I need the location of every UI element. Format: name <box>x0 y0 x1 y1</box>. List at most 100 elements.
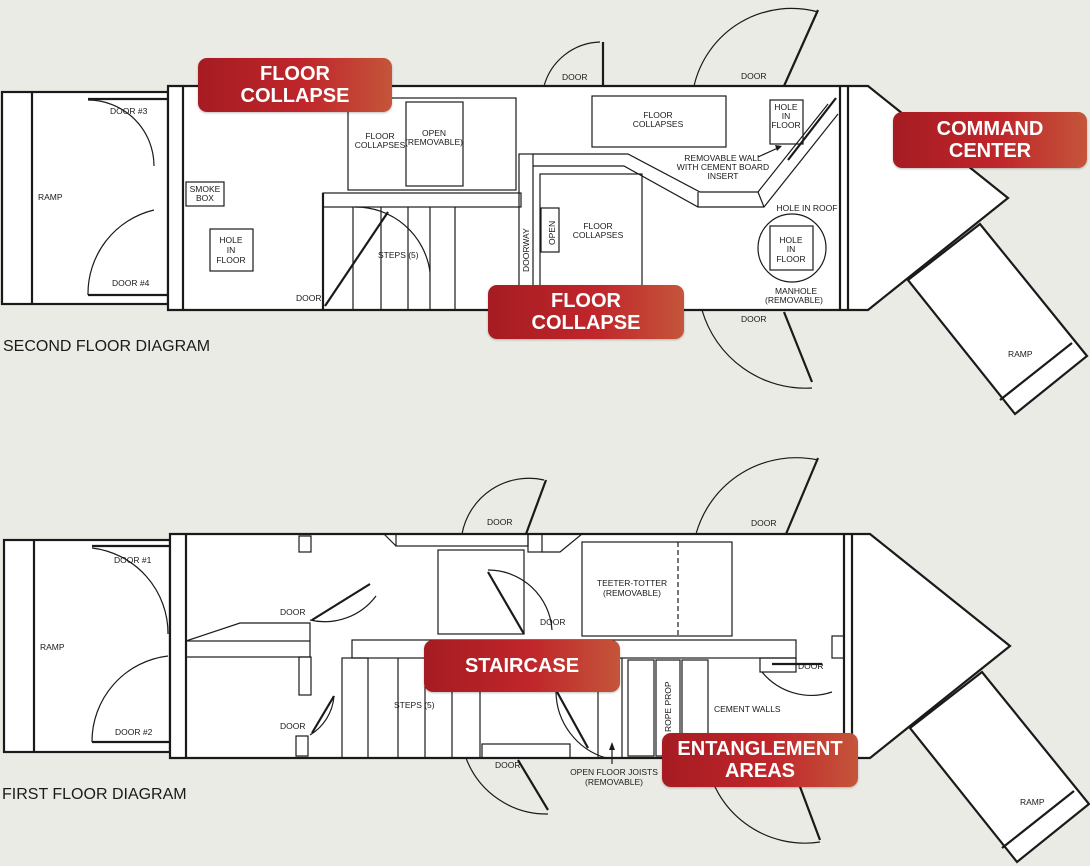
hole-in-floor-manhole <box>769 225 814 271</box>
svg-text:RAMP: RAMP <box>1020 797 1045 807</box>
svg-text:FLOOR: FLOOR <box>583 221 612 231</box>
floor-collapse-area-a <box>347 97 517 191</box>
svg-text:BOX: BOX <box>196 193 214 203</box>
svg-text:DOOR: DOOR <box>495 760 521 770</box>
teeter-totter <box>581 541 733 637</box>
svg-text:HOLE: HOLE <box>779 235 802 245</box>
door-swing <box>695 457 819 535</box>
svg-text:HOLE: HOLE <box>774 102 797 112</box>
svg-text:IN: IN <box>782 111 791 121</box>
svg-text:COLLAPSES: COLLAPSES <box>355 140 406 150</box>
cement-board-insert <box>787 97 837 161</box>
smoke-box <box>185 181 225 207</box>
ramp-label: RAMP <box>38 192 63 202</box>
arrow-head <box>609 742 615 750</box>
svg-text:SMOKE: SMOKE <box>190 184 221 194</box>
arrow-head <box>775 145 782 151</box>
svg-text:IN: IN <box>787 244 796 254</box>
wall <box>527 533 543 553</box>
svg-text:OPEN FLOOR JOISTS: OPEN FLOOR JOISTS <box>570 767 658 777</box>
svg-text:HOLE IN ROOF: HOLE IN ROOF <box>777 203 838 213</box>
svg-text:REMOVABLE WALL: REMOVABLE WALL <box>684 153 762 163</box>
door-swing <box>465 757 549 815</box>
door-swing <box>543 41 601 87</box>
open-removable-panel <box>405 101 464 187</box>
svg-text:(REMOVABLE): (REMOVABLE) <box>585 777 643 787</box>
steps-label: STEPS (5) <box>378 250 419 260</box>
floor-collapse-area-b <box>591 95 727 148</box>
svg-text:STEPS (5): STEPS (5) <box>394 700 435 710</box>
door-swing <box>87 209 155 296</box>
svg-text:(REMOVABLE): (REMOVABLE) <box>405 137 463 147</box>
door-leaf <box>311 583 371 621</box>
door-leaf <box>782 311 814 383</box>
svg-text:(REMOVABLE): (REMOVABLE) <box>765 295 823 305</box>
svg-text:FLOOR: FLOOR <box>216 255 245 265</box>
second-floor-caption: SECOND FLOOR DIAGRAM <box>3 338 210 355</box>
door-swing <box>91 655 169 743</box>
entanglement-areas-callout: ENTANGLEMENT AREAS <box>662 733 858 787</box>
svg-text:IN: IN <box>227 245 236 255</box>
wall <box>831 635 845 659</box>
svg-text:FLOOR: FLOOR <box>643 110 672 120</box>
door-leaf <box>555 689 589 749</box>
svg-text:OPEN: OPEN <box>422 128 446 138</box>
svg-text:DOOR: DOOR <box>562 72 588 82</box>
door-swing <box>487 569 553 631</box>
staircase-callout: STAIRCASE <box>424 640 620 692</box>
ramp-right-label: RAMP <box>1008 349 1033 359</box>
svg-text:FLOOR: FLOOR <box>776 254 805 264</box>
door-label: DOOR <box>296 293 322 303</box>
door-leaf <box>517 759 549 811</box>
ramp-label: RAMP <box>40 642 65 652</box>
door-swing <box>354 206 431 273</box>
removable-wall <box>533 103 829 193</box>
wall <box>295 735 309 757</box>
first-floor-caption: FIRST FLOOR DIAGRAM <box>2 786 187 803</box>
wall <box>481 743 571 759</box>
door-swing <box>761 671 833 696</box>
svg-text:DOOR: DOOR <box>741 314 767 324</box>
door-swing <box>693 7 819 87</box>
door-swing <box>91 547 169 635</box>
svg-text:DOORWAY: DOORWAY <box>521 228 531 272</box>
svg-text:DOOR: DOOR <box>798 661 824 671</box>
door-leaf <box>311 695 335 734</box>
svg-text:OPEN: OPEN <box>547 221 557 245</box>
svg-text:DOOR #2: DOOR #2 <box>115 727 153 737</box>
svg-text:DOOR #1: DOOR #1 <box>114 555 152 565</box>
open-panel <box>540 207 560 253</box>
svg-text:DOOR: DOOR <box>487 517 513 527</box>
svg-text:ROPE PROP: ROPE PROP <box>663 681 673 732</box>
svg-text:FLOOR: FLOOR <box>365 131 394 141</box>
svg-text:DOOR: DOOR <box>540 617 566 627</box>
svg-text:TEETER-TOTTER: TEETER-TOTTER <box>597 578 667 588</box>
svg-text:COLLAPSES: COLLAPSES <box>573 230 624 240</box>
second-floor-plan: RAMP DOOR #3 DOOR #4 RAMP SMOKE BOX HOLE… <box>0 7 1089 416</box>
door-leaf <box>324 211 389 307</box>
center-room <box>437 549 525 635</box>
door-leaf <box>524 479 548 535</box>
floor-collapse-callout-mid: FLOOR COLLAPSE <box>488 285 684 339</box>
door-swing <box>309 695 335 736</box>
svg-text:WITH CEMENT BOARD: WITH CEMENT BOARD <box>677 162 769 172</box>
door-swing <box>309 595 377 623</box>
door4-label: DOOR #4 <box>112 278 150 288</box>
door-leaf <box>487 571 525 635</box>
svg-text:DOOR: DOOR <box>751 518 777 528</box>
svg-text:DOOR: DOOR <box>280 721 306 731</box>
svg-text:INSERT: INSERT <box>707 171 738 181</box>
svg-text:MANHOLE: MANHOLE <box>775 286 817 296</box>
svg-text:COLLAPSES: COLLAPSES <box>633 119 684 129</box>
trailer-body-2f <box>166 84 1010 312</box>
command-center-callout: COMMAND CENTER <box>893 112 1087 168</box>
door-leaf <box>784 457 820 535</box>
hole-in-floor-top-right <box>769 99 804 145</box>
door-swing <box>701 309 813 389</box>
svg-text:CEMENT WALLS: CEMENT WALLS <box>714 704 781 714</box>
wall <box>185 640 311 658</box>
door-swing <box>87 99 155 167</box>
door-swing <box>555 691 607 759</box>
joist <box>627 659 655 757</box>
ramp-left-1f <box>2 538 172 754</box>
